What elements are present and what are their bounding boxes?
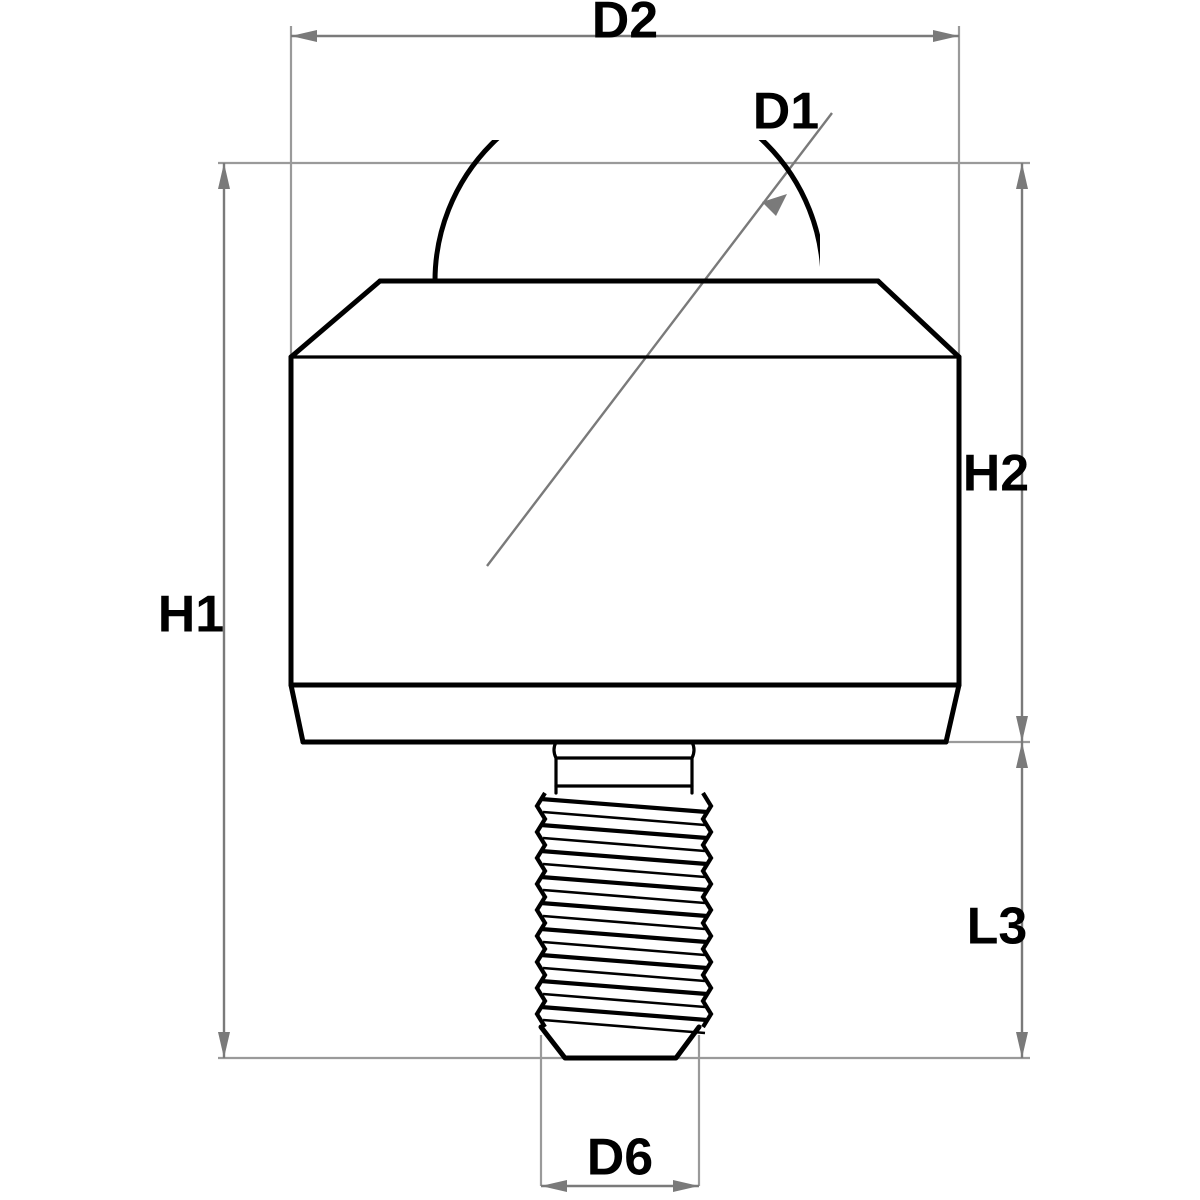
- arrowhead-h1-bottom: [218, 1032, 230, 1058]
- dim-line-d1: [486, 112, 833, 567]
- dimension-h1: H1: [158, 163, 230, 1058]
- thread-crest-lines: [540, 796, 708, 1023]
- chamfered-thread-tip: [538, 1024, 702, 1061]
- dim-label-d2: D2: [592, 0, 658, 50]
- dim-label-h2: H2: [963, 445, 1029, 503]
- unthreaded-shank: [552, 740, 696, 795]
- arrowhead-d2-left: [291, 30, 317, 42]
- ball-dome-arc: [432, 140, 820, 282]
- dim-label-h1: H1: [158, 586, 224, 644]
- dimension-l3: L3: [967, 742, 1028, 1058]
- arrowhead-d1: [762, 194, 787, 216]
- arrowhead-d2-right: [933, 30, 959, 42]
- housing-bottom-chamfer: [288, 682, 962, 745]
- dim-label-d1: D1: [753, 83, 819, 141]
- dimension-d2: D2: [291, 0, 959, 50]
- arrowhead-h2-bottom: [1016, 716, 1028, 742]
- dimension-h2: H2: [963, 163, 1029, 742]
- arrowhead-h1-top: [218, 163, 230, 189]
- dimension-d1: D1: [486, 83, 833, 567]
- housing-top-chamfer: [288, 278, 962, 360]
- chamfer-top-left: [288, 278, 383, 360]
- arrowhead-d6-left: [541, 1180, 567, 1192]
- dim-label-l3: L3: [967, 898, 1028, 956]
- chamfer-top-right: [875, 278, 962, 360]
- chamfer-bottom-left: [288, 682, 306, 745]
- arrowhead-d6-right: [673, 1180, 699, 1192]
- arrowhead-l3-top: [1016, 742, 1028, 768]
- chamfer-bottom-right: [943, 682, 962, 745]
- arrowhead-l3-bottom: [1016, 1032, 1028, 1058]
- thread-root-lines: [542, 810, 706, 1035]
- arrowhead-h2-top: [1016, 163, 1028, 189]
- thread-flank-right: [700, 791, 714, 1029]
- cylindrical-housing: [288, 354, 962, 688]
- external-thread: [534, 791, 714, 1035]
- load-bearing-ball: [432, 140, 820, 282]
- thread-flank-left: [534, 791, 548, 1029]
- dimension-d6: D6: [541, 1129, 699, 1192]
- thread-tip-outline: [538, 1024, 702, 1061]
- dim-label-d6: D6: [587, 1129, 653, 1187]
